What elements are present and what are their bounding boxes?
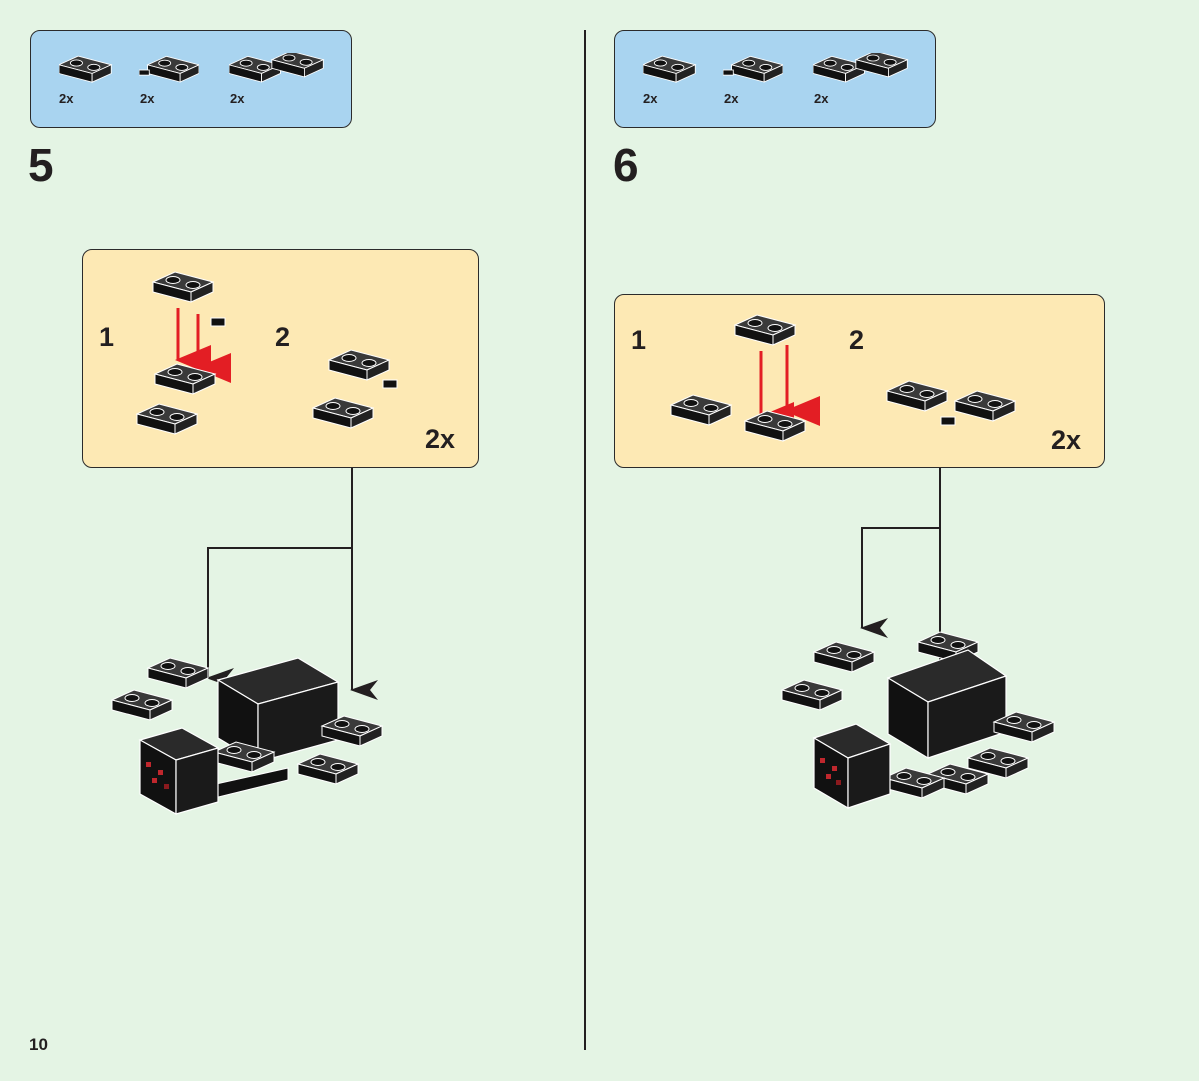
leg-pair-illustration <box>886 380 1016 426</box>
spider-head-icon <box>138 727 220 816</box>
page-number: 10 <box>29 1035 48 1054</box>
spider-model-step-6 <box>781 631 1055 810</box>
spider-head-icon <box>812 723 892 810</box>
part-qty: 2x <box>59 91 74 106</box>
part-qty: 2x <box>140 91 155 106</box>
part-qty: 2x <box>724 91 739 106</box>
part-qty: 2x <box>814 91 829 106</box>
spider-model-step-5 <box>111 657 383 816</box>
folded-leg-illustration <box>312 349 398 429</box>
part-qty: 2x <box>230 91 245 106</box>
step-number: 5 <box>28 139 54 191</box>
parts-callout-step-5: 2x 2x 2x <box>30 30 352 128</box>
step-5-placement-arrows <box>206 468 378 700</box>
repeat-multiplier: 2x <box>425 424 456 454</box>
substep-number: 1 <box>99 322 115 352</box>
hinge-assembly-illustration <box>136 271 231 435</box>
substep-panel-step-5: 1 2 2x <box>82 249 479 468</box>
clip-plate-icon <box>139 53 199 87</box>
substep-number: 2 <box>849 325 865 355</box>
substep-number: 1 <box>631 325 647 355</box>
step-number: 6 <box>613 139 639 191</box>
substep-panel-step-6: 1 2 2x <box>614 294 1105 468</box>
repeat-multiplier: 2x <box>1051 425 1082 455</box>
parts-callout-step-6: 2x 2x 2x <box>614 30 936 128</box>
clip-plate-icon <box>723 53 783 87</box>
leg-attach-illustration <box>670 314 820 442</box>
page-divider <box>584 30 586 1050</box>
substep-number: 2 <box>275 322 291 352</box>
part-qty: 2x <box>643 91 658 106</box>
